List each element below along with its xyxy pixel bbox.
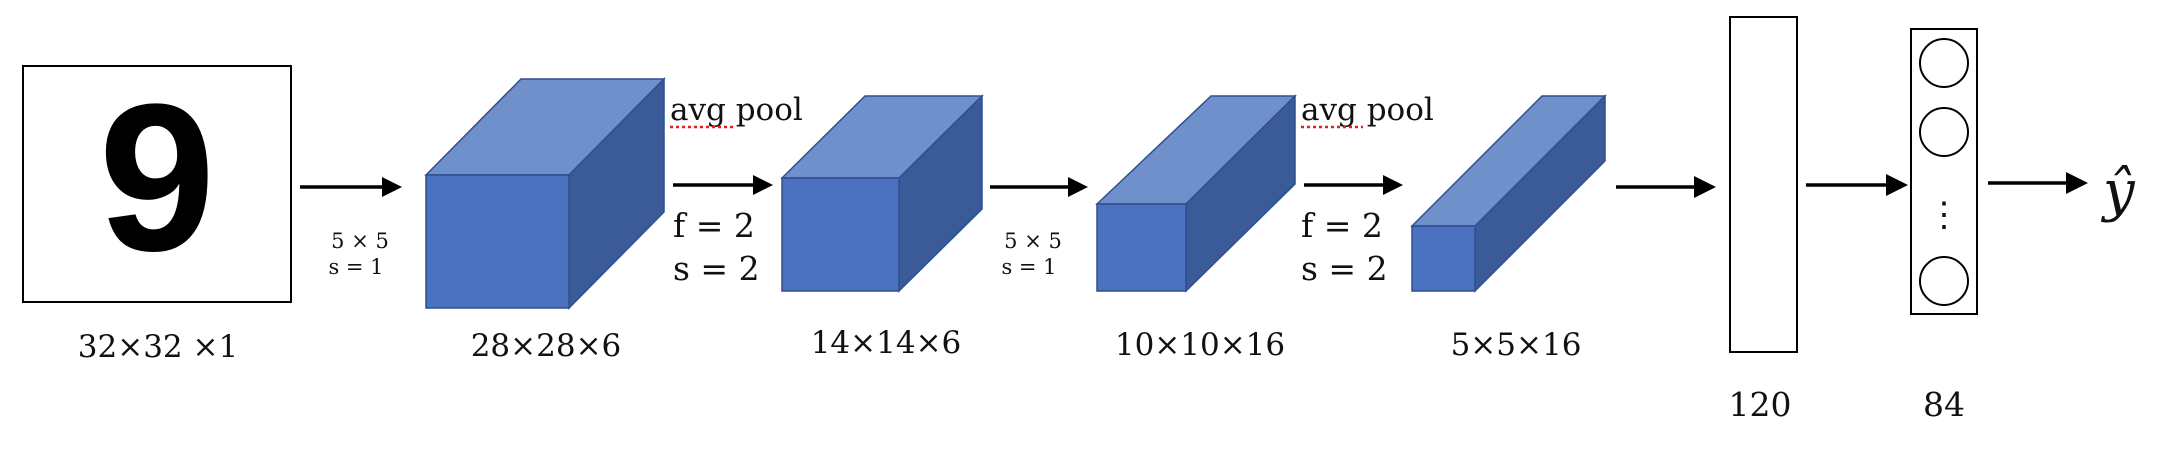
feature-map-cube-3	[1095, 94, 1297, 293]
layer4-dims-label: 5×5×16	[1451, 327, 1582, 363]
arrow-fc2	[1806, 174, 1908, 196]
neuron-circle	[1919, 38, 1969, 88]
pool2-filter-label: f = 2	[1301, 206, 1383, 245]
fc1-units-label: 120	[1729, 385, 1792, 424]
fc-layer-84: ⋮	[1910, 28, 1978, 315]
neuron-circle	[1919, 256, 1969, 306]
neuron-circle	[1919, 107, 1969, 157]
pool2-name-label: avg pool	[1301, 92, 1434, 128]
feature-map-cube-1	[424, 77, 666, 310]
conv1-filter-label: 5 × 5	[331, 229, 389, 253]
arrow-conv1	[300, 177, 402, 197]
neuron-ellipsis: ⋮	[1927, 195, 1961, 235]
arrow-pool1	[673, 175, 773, 195]
conv2-stride-label: s = 1	[1001, 255, 1056, 279]
conv2-filter-label: 5 × 5	[1004, 229, 1062, 253]
layer2-dims-label: 14×14×6	[811, 325, 962, 361]
output-y-hat: ŷ	[2100, 159, 2136, 224]
arrow-conv2	[990, 177, 1088, 197]
conv1-stride-label: s = 1	[328, 255, 383, 279]
layer1-dims-label: 28×28×6	[471, 328, 622, 364]
feature-map-cube-2	[780, 94, 984, 293]
arrow-fc1	[1616, 176, 1716, 198]
layer3-dims-label: 10×10×16	[1115, 327, 1285, 363]
fc2-units-label: 84	[1923, 385, 1965, 424]
pool1-name-label: avg pool	[670, 92, 803, 128]
arrow-output	[1988, 172, 2088, 194]
pool2-stride-label: s = 2	[1301, 249, 1388, 288]
pool1-stride-label: s = 2	[673, 249, 760, 288]
input-digit: 9	[99, 60, 216, 295]
feature-map-cube-4	[1410, 94, 1607, 293]
input-image: 9	[22, 60, 292, 303]
arrow-pool2	[1304, 175, 1403, 195]
input-dims-label: 32×32 ×1	[78, 329, 238, 365]
fc-layer-120	[1729, 16, 1798, 353]
pool1-filter-label: f = 2	[673, 206, 755, 245]
